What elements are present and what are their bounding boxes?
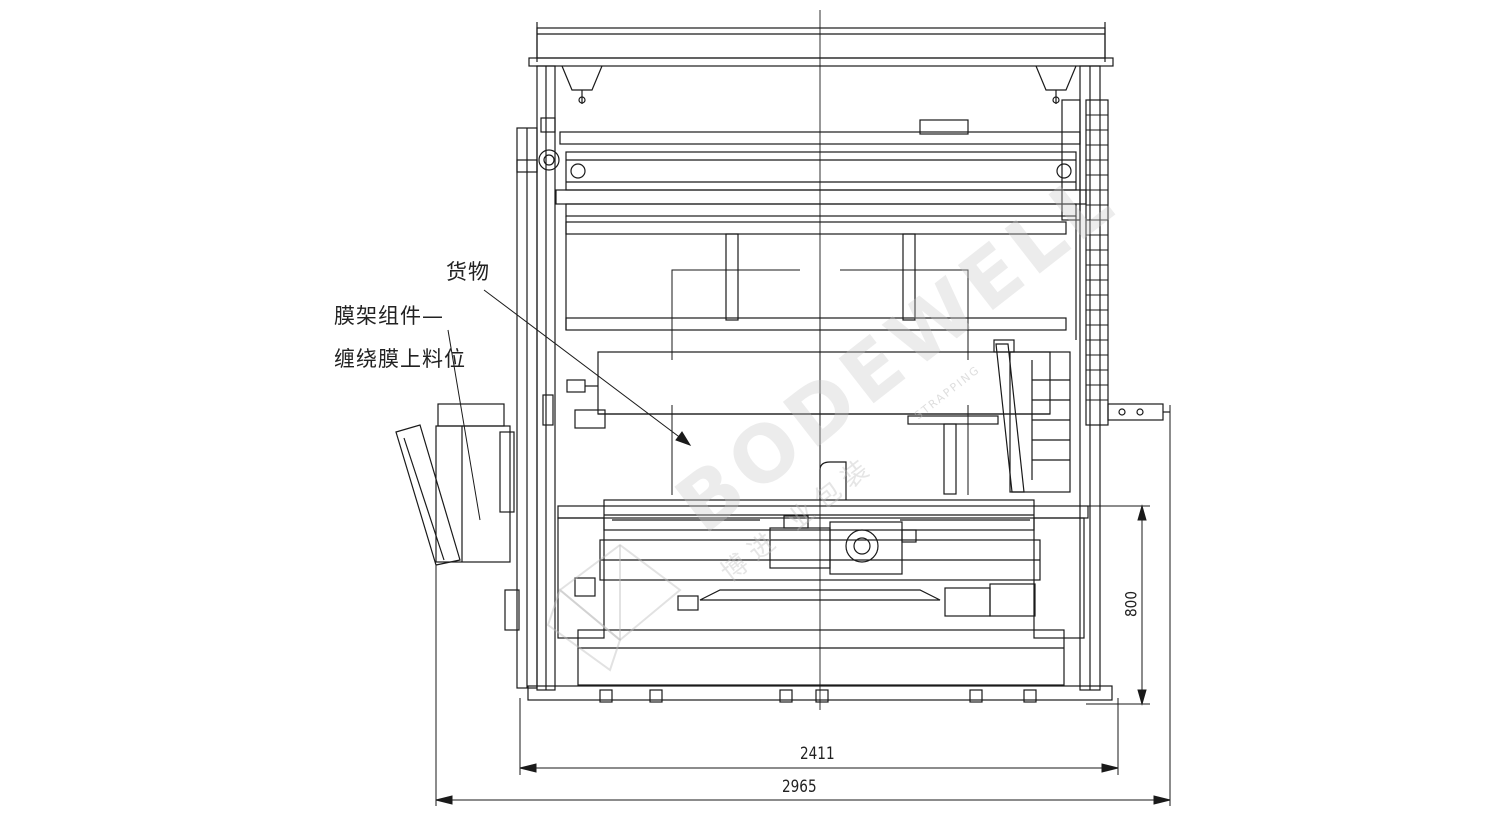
dim-table-height: 800 xyxy=(1121,591,1141,617)
inner-frame xyxy=(565,221,1067,415)
right-column xyxy=(1061,65,1170,691)
dim-2965-lines xyxy=(435,405,1171,806)
machine-base xyxy=(527,629,1113,703)
dim-inner-width: 2411 xyxy=(800,744,835,764)
top-beam xyxy=(528,22,1114,104)
watermark-logo-icon xyxy=(546,543,682,672)
label-film-assembly-line1: 膜架组件— xyxy=(334,304,444,328)
dim-800-lines xyxy=(1086,504,1150,706)
label-goods: 货物 xyxy=(446,260,490,284)
dim-2411-lines xyxy=(519,698,1119,775)
press-arm xyxy=(907,339,1071,495)
drive-motor xyxy=(769,461,917,575)
goods-outline xyxy=(671,269,969,500)
leader-lines xyxy=(447,289,692,521)
film-roller xyxy=(566,379,606,429)
left-column xyxy=(504,65,560,691)
conveyor-table xyxy=(557,499,1089,639)
label-film-assembly-line2: 缠绕膜上料位 xyxy=(334,347,466,371)
film-frame-assembly xyxy=(395,403,515,566)
upper-carriage xyxy=(555,119,1087,340)
dim-outer-width: 2965 xyxy=(782,777,817,797)
